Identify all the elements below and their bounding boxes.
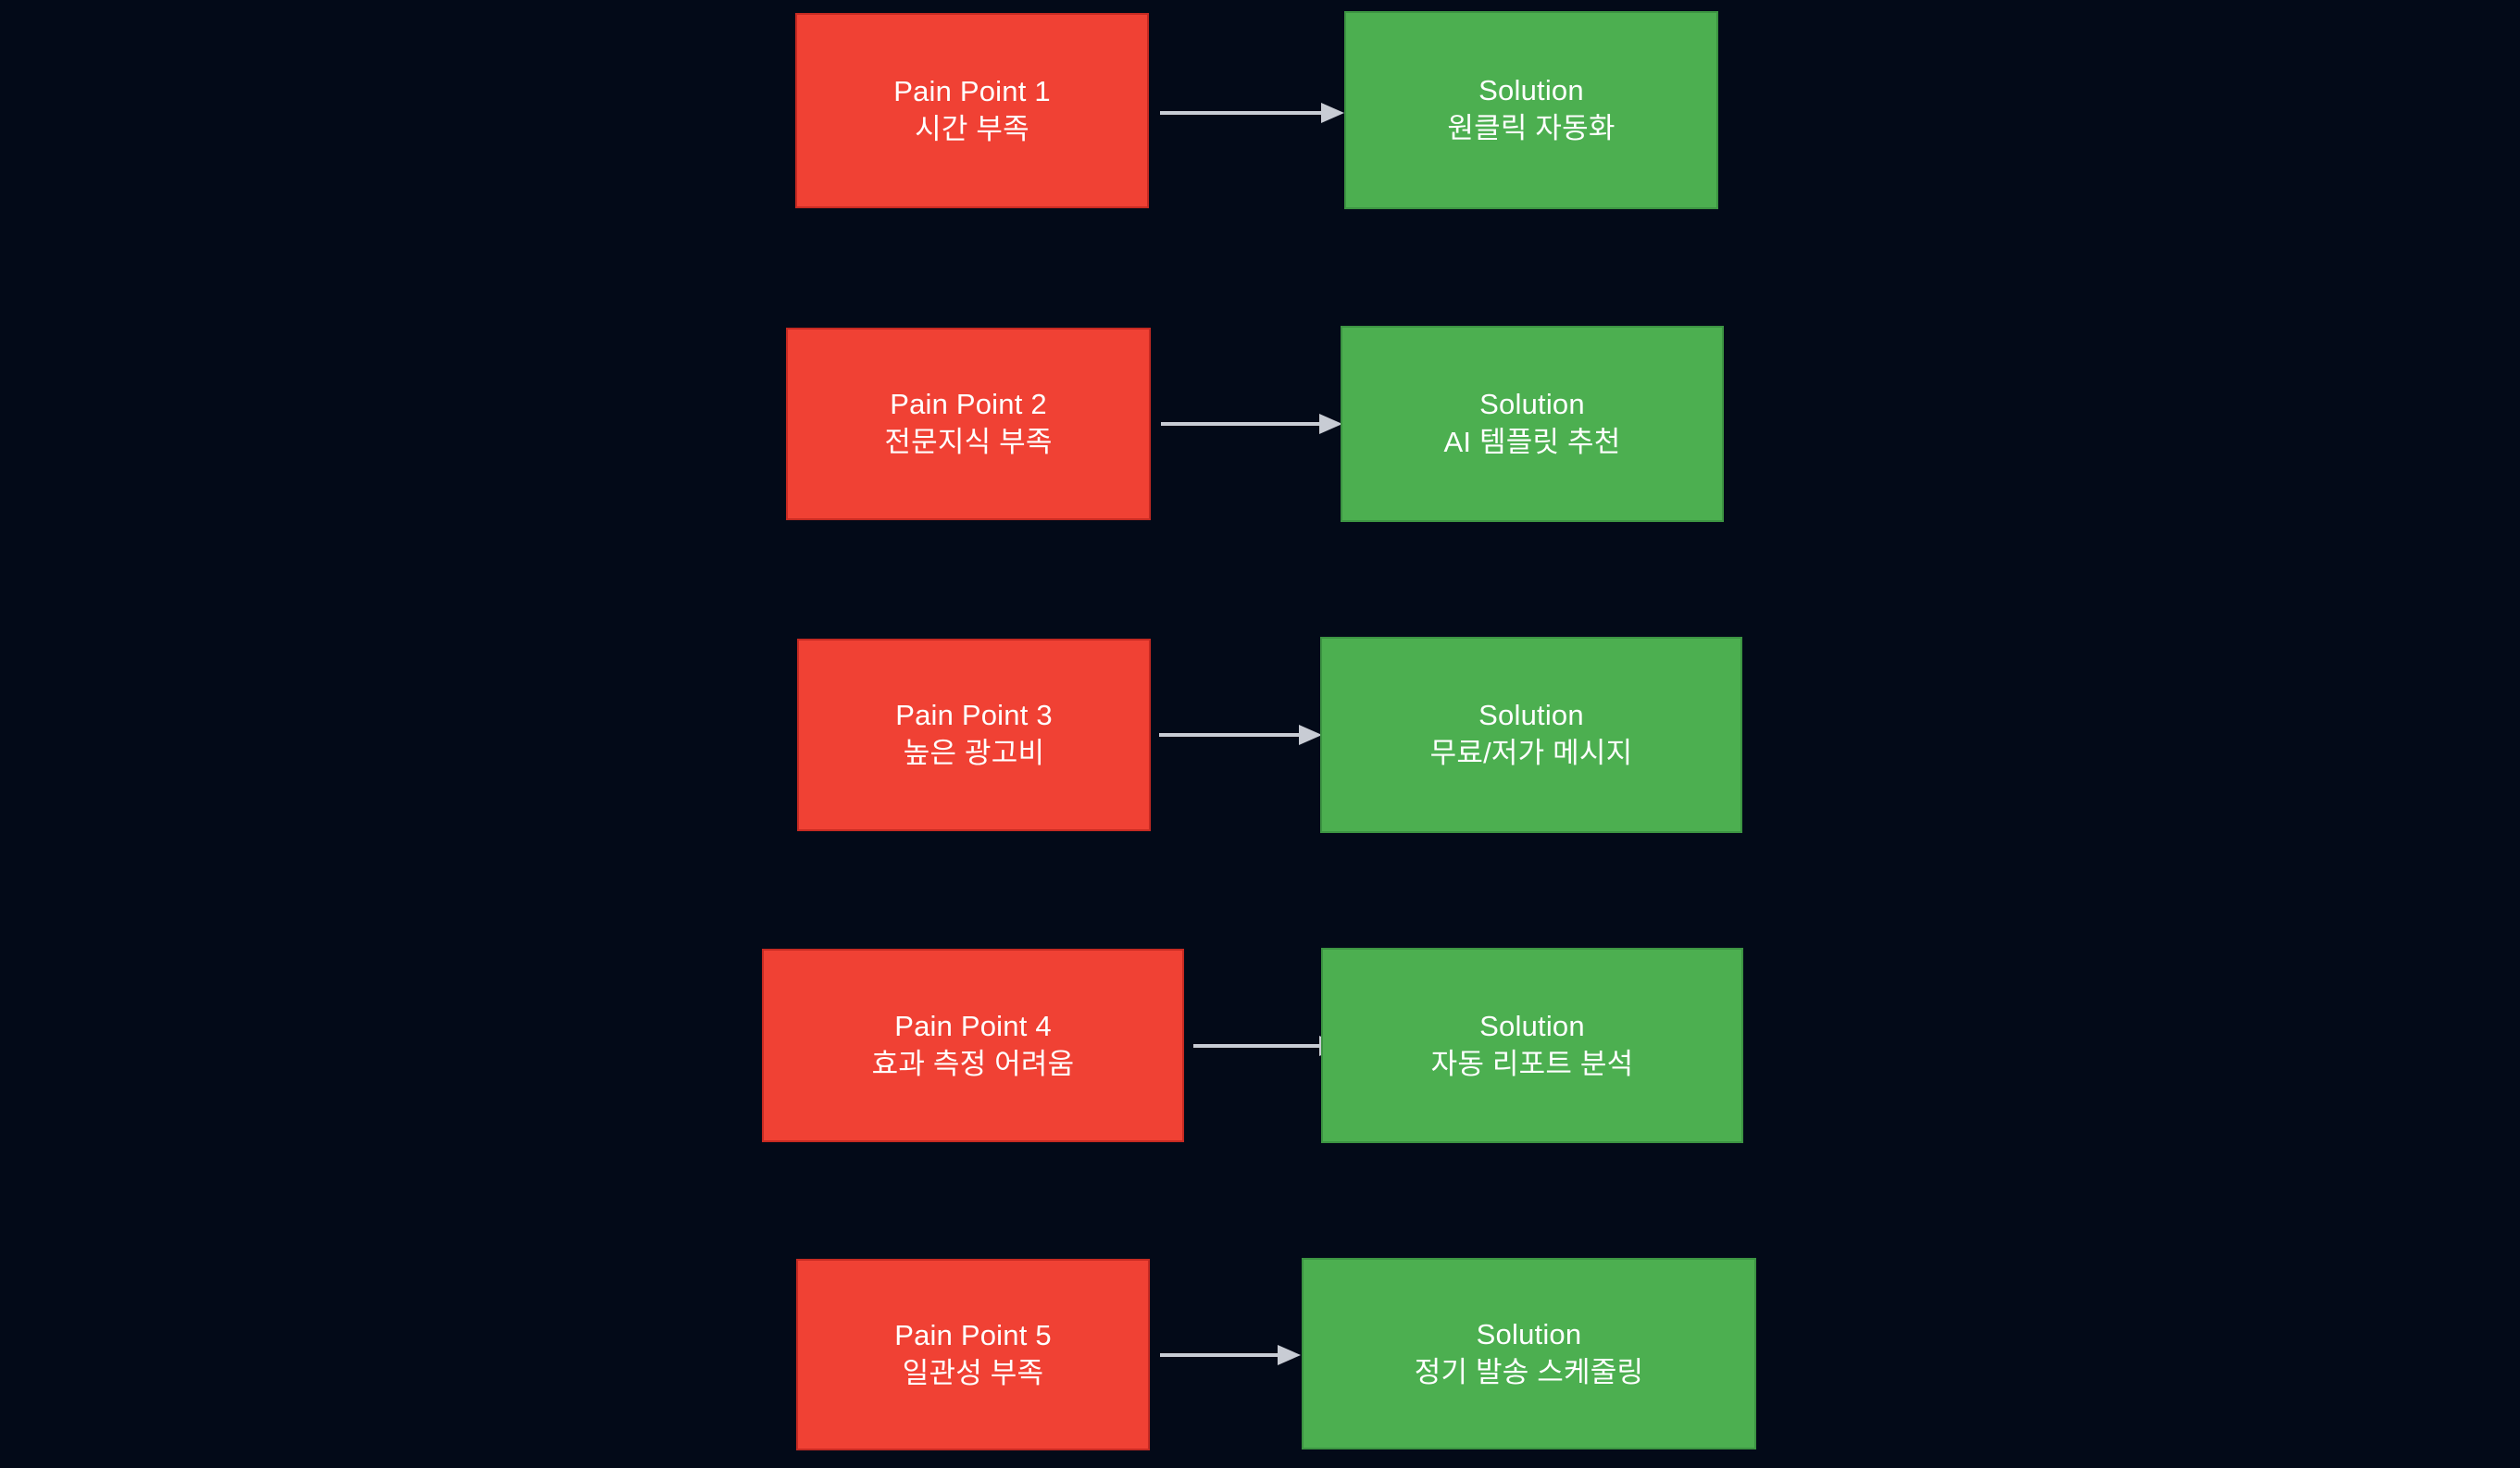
pain-point-title-2: Pain Point 2 (890, 388, 1047, 421)
flow-arrow-1 (1160, 102, 1344, 124)
solution-detail-5: 정기 발송 스케줄링 (1414, 1355, 1644, 1388)
solution-title-1: Solution (1478, 74, 1584, 107)
pain-point-title-1: Pain Point 1 (893, 74, 1051, 107)
flow-arrow-3 (1159, 724, 1322, 746)
flow-arrow-4 (1193, 1035, 1342, 1057)
solution-title-4: Solution (1479, 1009, 1585, 1042)
pain-point-node-3[interactable]: Pain Point 3 높은 광고비 (797, 639, 1151, 831)
pain-point-detail-5: 일관성 부족 (902, 1356, 1044, 1389)
pain-point-detail-1: 시간 부족 (915, 112, 1029, 145)
pain-point-title-4: Pain Point 4 (894, 1009, 1052, 1042)
solution-detail-1: 원클릭 자동화 (1447, 112, 1616, 144)
solution-node-1[interactable]: Solution 원클릭 자동화 (1344, 11, 1718, 209)
solution-title-2: Solution (1479, 388, 1585, 421)
solution-detail-2: AI 템플릿 추천 (1443, 426, 1621, 458)
pain-point-title-5: Pain Point 5 (894, 1318, 1052, 1351)
pain-point-detail-3: 높은 광고비 (903, 737, 1045, 769)
solution-node-4[interactable]: Solution 자동 리포트 분석 (1321, 948, 1743, 1143)
pain-point-title-3: Pain Point 3 (895, 699, 1053, 732)
pain-point-node-5[interactable]: Pain Point 5 일관성 부족 (796, 1259, 1150, 1450)
solution-title-5: Solution (1476, 1317, 1582, 1350)
solution-detail-4: 자동 리포트 분석 (1430, 1047, 1634, 1080)
pain-point-node-4[interactable]: Pain Point 4 효과 측정 어려움 (762, 949, 1184, 1142)
pain-point-node-2[interactable]: Pain Point 2 전문지식 부족 (786, 328, 1151, 520)
flow-arrow-5 (1160, 1344, 1301, 1366)
solution-node-2[interactable]: Solution AI 템플릿 추천 (1341, 326, 1724, 522)
pain-point-detail-2: 전문지식 부족 (884, 426, 1053, 458)
solution-detail-3: 무료/저가 메시지 (1429, 737, 1633, 769)
pain-point-node-1[interactable]: Pain Point 1 시간 부족 (795, 13, 1149, 208)
flow-arrow-2 (1161, 413, 1342, 435)
pain-point-detail-4: 효과 측정 어려움 (871, 1047, 1075, 1080)
solution-node-3[interactable]: Solution 무료/저가 메시지 (1320, 637, 1742, 833)
solution-title-3: Solution (1478, 699, 1584, 732)
solution-node-5[interactable]: Solution 정기 발송 스케줄링 (1302, 1258, 1756, 1449)
